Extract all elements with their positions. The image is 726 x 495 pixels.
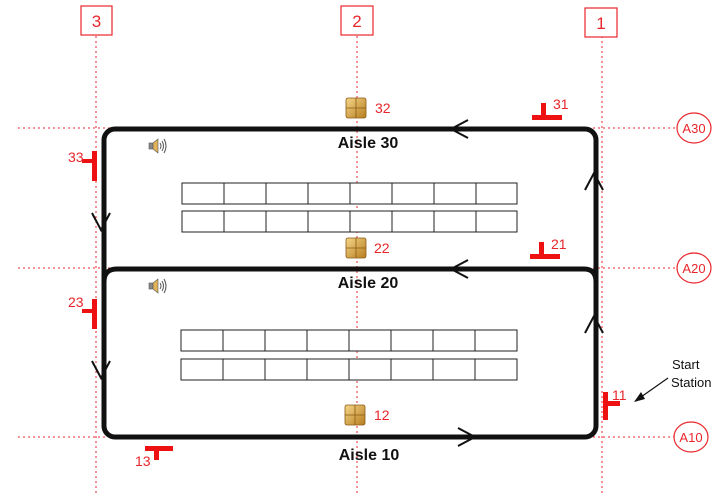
station-marker-icon	[539, 242, 544, 255]
box-icon	[345, 97, 367, 119]
row-label-a10: A10	[679, 430, 702, 445]
station-marker-icon	[92, 299, 97, 329]
station-marker-icon	[603, 392, 608, 420]
column-label-box-1	[584, 7, 618, 38]
station-number-33: 33	[68, 149, 84, 165]
column-label-box-3	[80, 5, 113, 36]
station-markers	[82, 103, 620, 460]
arrow-icon	[91, 212, 111, 233]
box-number-32: 32	[375, 100, 391, 116]
row-label-circle-a20	[676, 252, 712, 284]
speaker-icon	[148, 138, 167, 154]
row-label-a20: A20	[682, 261, 705, 276]
station-number-31: 31	[553, 96, 569, 112]
arrow-icon	[584, 170, 604, 191]
arrow-icon	[91, 360, 111, 381]
shelf-rack-upper	[181, 182, 518, 233]
box-number-22: 22	[374, 240, 390, 256]
box-number-12: 12	[374, 407, 390, 423]
column-labels: 3 2 1	[80, 5, 618, 38]
start-arrow-icon	[634, 377, 669, 402]
speaker-icon	[148, 278, 167, 294]
station-marker-icon	[541, 103, 546, 116]
track	[101, 126, 599, 440]
row-label-circle-a30	[676, 112, 712, 144]
station-marker-icon	[82, 159, 96, 163]
column-label-box-2	[340, 5, 374, 36]
box-icon	[344, 404, 366, 426]
station-marker-icon	[532, 115, 562, 120]
row-labels: A30 A20 A10	[673, 112, 712, 453]
station-number-11: 11	[612, 387, 627, 403]
direction-arrows	[91, 119, 604, 447]
aisle-10-label: Aisle 10	[339, 447, 400, 464]
start-station-label-line1: Start	[672, 357, 700, 372]
row-label-circle-a10	[673, 421, 709, 453]
station-number-13: 13	[135, 453, 151, 469]
station-marker-icon	[530, 254, 560, 259]
station-marker-icon	[82, 309, 96, 313]
arrow-icon	[448, 119, 469, 139]
arrow-icon	[457, 427, 478, 447]
column-label-1: 1	[596, 14, 605, 33]
arrow-icon	[584, 313, 604, 334]
box-icon	[345, 237, 367, 259]
station-number-21: 21	[551, 236, 567, 252]
row-label-a30: A30	[682, 121, 705, 136]
aisle-20-label: Aisle 20	[338, 275, 399, 292]
start-station-label-line2: Station	[671, 375, 711, 390]
station-marker-icon	[154, 446, 159, 460]
track-crossover-a20	[101, 266, 599, 283]
aisle-30-label: Aisle 30	[338, 135, 399, 152]
shelf-dividers	[223, 183, 477, 232]
arrow-icon	[448, 259, 469, 279]
station-number-23: 23	[68, 294, 84, 310]
track-outer-loop	[101, 126, 599, 440]
column-label-3: 3	[92, 12, 101, 31]
station-marker-icon	[92, 151, 97, 181]
station-marker-icon	[607, 401, 620, 406]
shelf-dividers	[222, 330, 476, 380]
column-label-2: 2	[352, 12, 361, 31]
shelf-rack-lower	[180, 329, 518, 381]
